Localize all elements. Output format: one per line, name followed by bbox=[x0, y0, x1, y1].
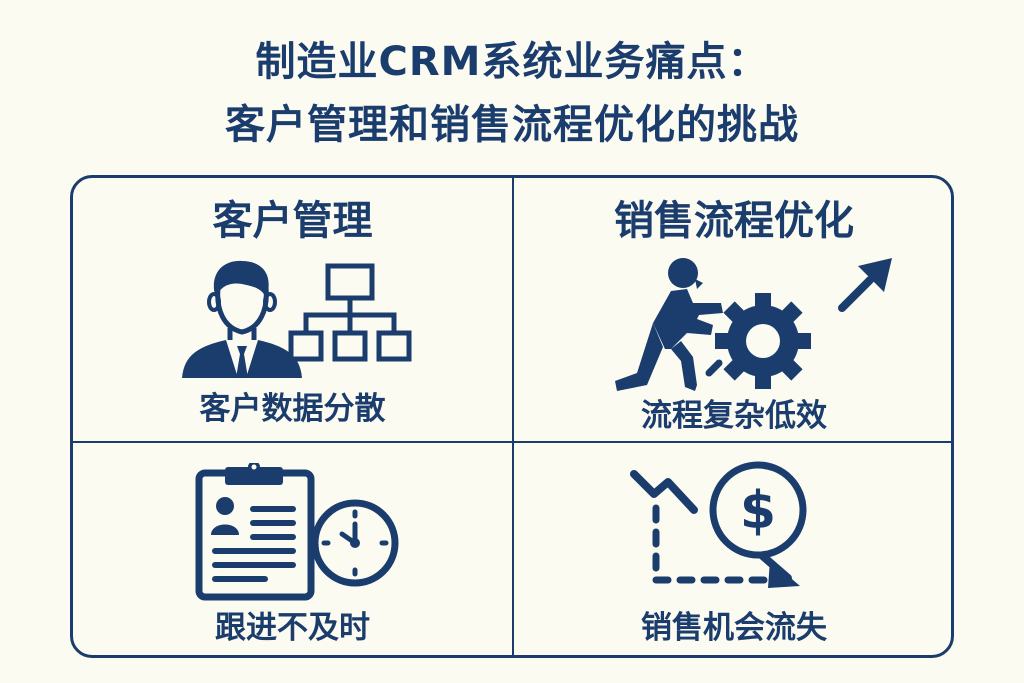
quadrant-label: 客户数据分散 bbox=[199, 391, 386, 427]
page-title-line-1: 制造业CRM系统业务痛点： bbox=[255, 39, 769, 85]
up-arrow-icon bbox=[838, 258, 892, 312]
dollar-coin-icon: $ bbox=[709, 461, 807, 559]
clock-icon bbox=[311, 499, 399, 587]
person-icon bbox=[182, 260, 302, 378]
worker-pushing-gear-icon bbox=[615, 258, 811, 391]
svg-text:$: $ bbox=[740, 481, 776, 541]
vertical-divider bbox=[512, 178, 514, 655]
org-chart-icon bbox=[288, 263, 412, 362]
quadrant-heading: 销售流程优化 bbox=[614, 198, 854, 244]
declining-chart-icon bbox=[630, 470, 800, 588]
pain-points-grid: 客户管理 客户数据分散 销售流程优化 bbox=[70, 175, 954, 658]
horizontal-divider bbox=[73, 441, 951, 443]
quadrant-label: 销售机会流失 bbox=[641, 610, 827, 646]
quadrant-label: 流程复杂低效 bbox=[641, 398, 827, 434]
page-title-line-2: 客户管理和销售流程优化的挑战 bbox=[225, 102, 799, 148]
quadrant-heading: 客户管理 bbox=[212, 198, 373, 244]
quadrant-label: 跟进不及时 bbox=[215, 610, 370, 646]
clipboard-icon bbox=[195, 463, 315, 601]
